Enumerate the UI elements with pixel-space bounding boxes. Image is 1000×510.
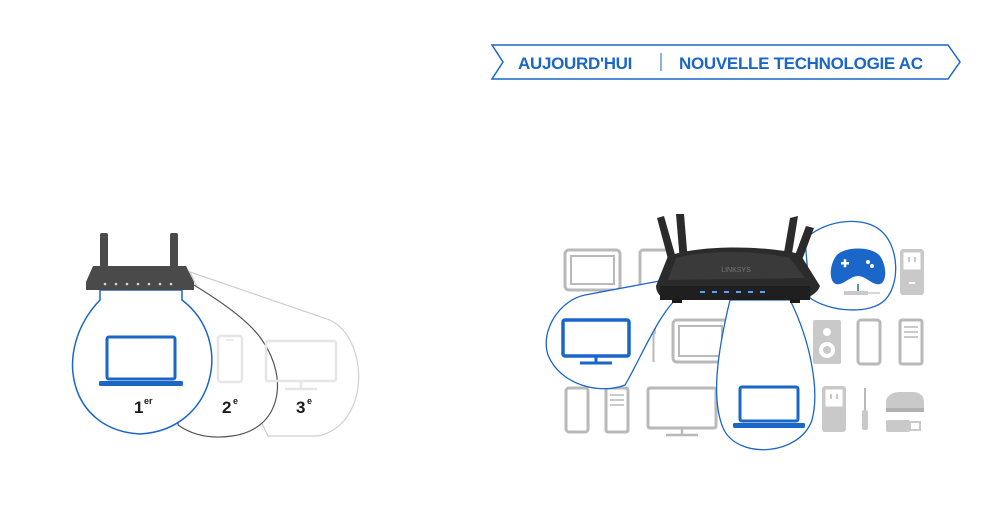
- svg-text:1: 1: [134, 398, 143, 417]
- technology-banner: AUJOURD'HUI NOUVELLE TECHNOLOGIE AC: [490, 44, 961, 80]
- monitor-icon: [264, 339, 338, 391]
- ac-router-icon: LINKSYS: [656, 214, 820, 303]
- beam-to-laptop: [716, 299, 816, 451]
- router-brand-label: LINKSYS: [721, 267, 751, 274]
- media-box-icon: [886, 392, 924, 412]
- rank-label-3: 3 e: [296, 396, 312, 417]
- power-plug-icon: [900, 249, 924, 295]
- desktop-tower-icon: [898, 318, 924, 366]
- monitor-icon: [646, 386, 718, 437]
- power-plug-icon: [822, 386, 846, 432]
- laptop-icon: [733, 385, 805, 428]
- rank-label-1: 1 er: [134, 396, 153, 417]
- usb-cable-icon: [862, 388, 868, 430]
- banner-outline: [490, 44, 961, 80]
- old-router-icon: [86, 233, 194, 290]
- smartphone-icon: [856, 318, 882, 366]
- svg-text:e: e: [307, 396, 312, 406]
- smartphone-icon: [564, 386, 590, 434]
- beam-to-tv: [545, 279, 681, 390]
- tablet-icon: [563, 248, 622, 292]
- svg-text:3: 3: [296, 398, 305, 417]
- svg-text:2: 2: [222, 398, 231, 417]
- svg-text:er: er: [144, 396, 153, 406]
- svg-text:e: e: [233, 396, 238, 406]
- beam-to-gamepad: [804, 220, 897, 311]
- gamepad-icon: [830, 248, 886, 295]
- tv-icon: [561, 318, 631, 365]
- speaker-icon: [813, 320, 841, 364]
- old-technology-diagram: 1 er 2 e 3 e: [71, 233, 360, 438]
- smartphone-icon: [216, 334, 244, 384]
- ac-technology-diagram: LINKSYS: [545, 214, 924, 451]
- usb-stick-icon: [886, 420, 921, 432]
- banner-today-label: AUJOURD'HUI: [518, 54, 632, 73]
- laptop-icon: [99, 335, 183, 386]
- rank-label-2: 2 e: [222, 396, 238, 417]
- signal-beam-1: [71, 289, 213, 435]
- banner-tech-label: NOUVELLE TECHNOLOGIE AC: [679, 54, 923, 73]
- desktop-tower-icon: [604, 386, 630, 434]
